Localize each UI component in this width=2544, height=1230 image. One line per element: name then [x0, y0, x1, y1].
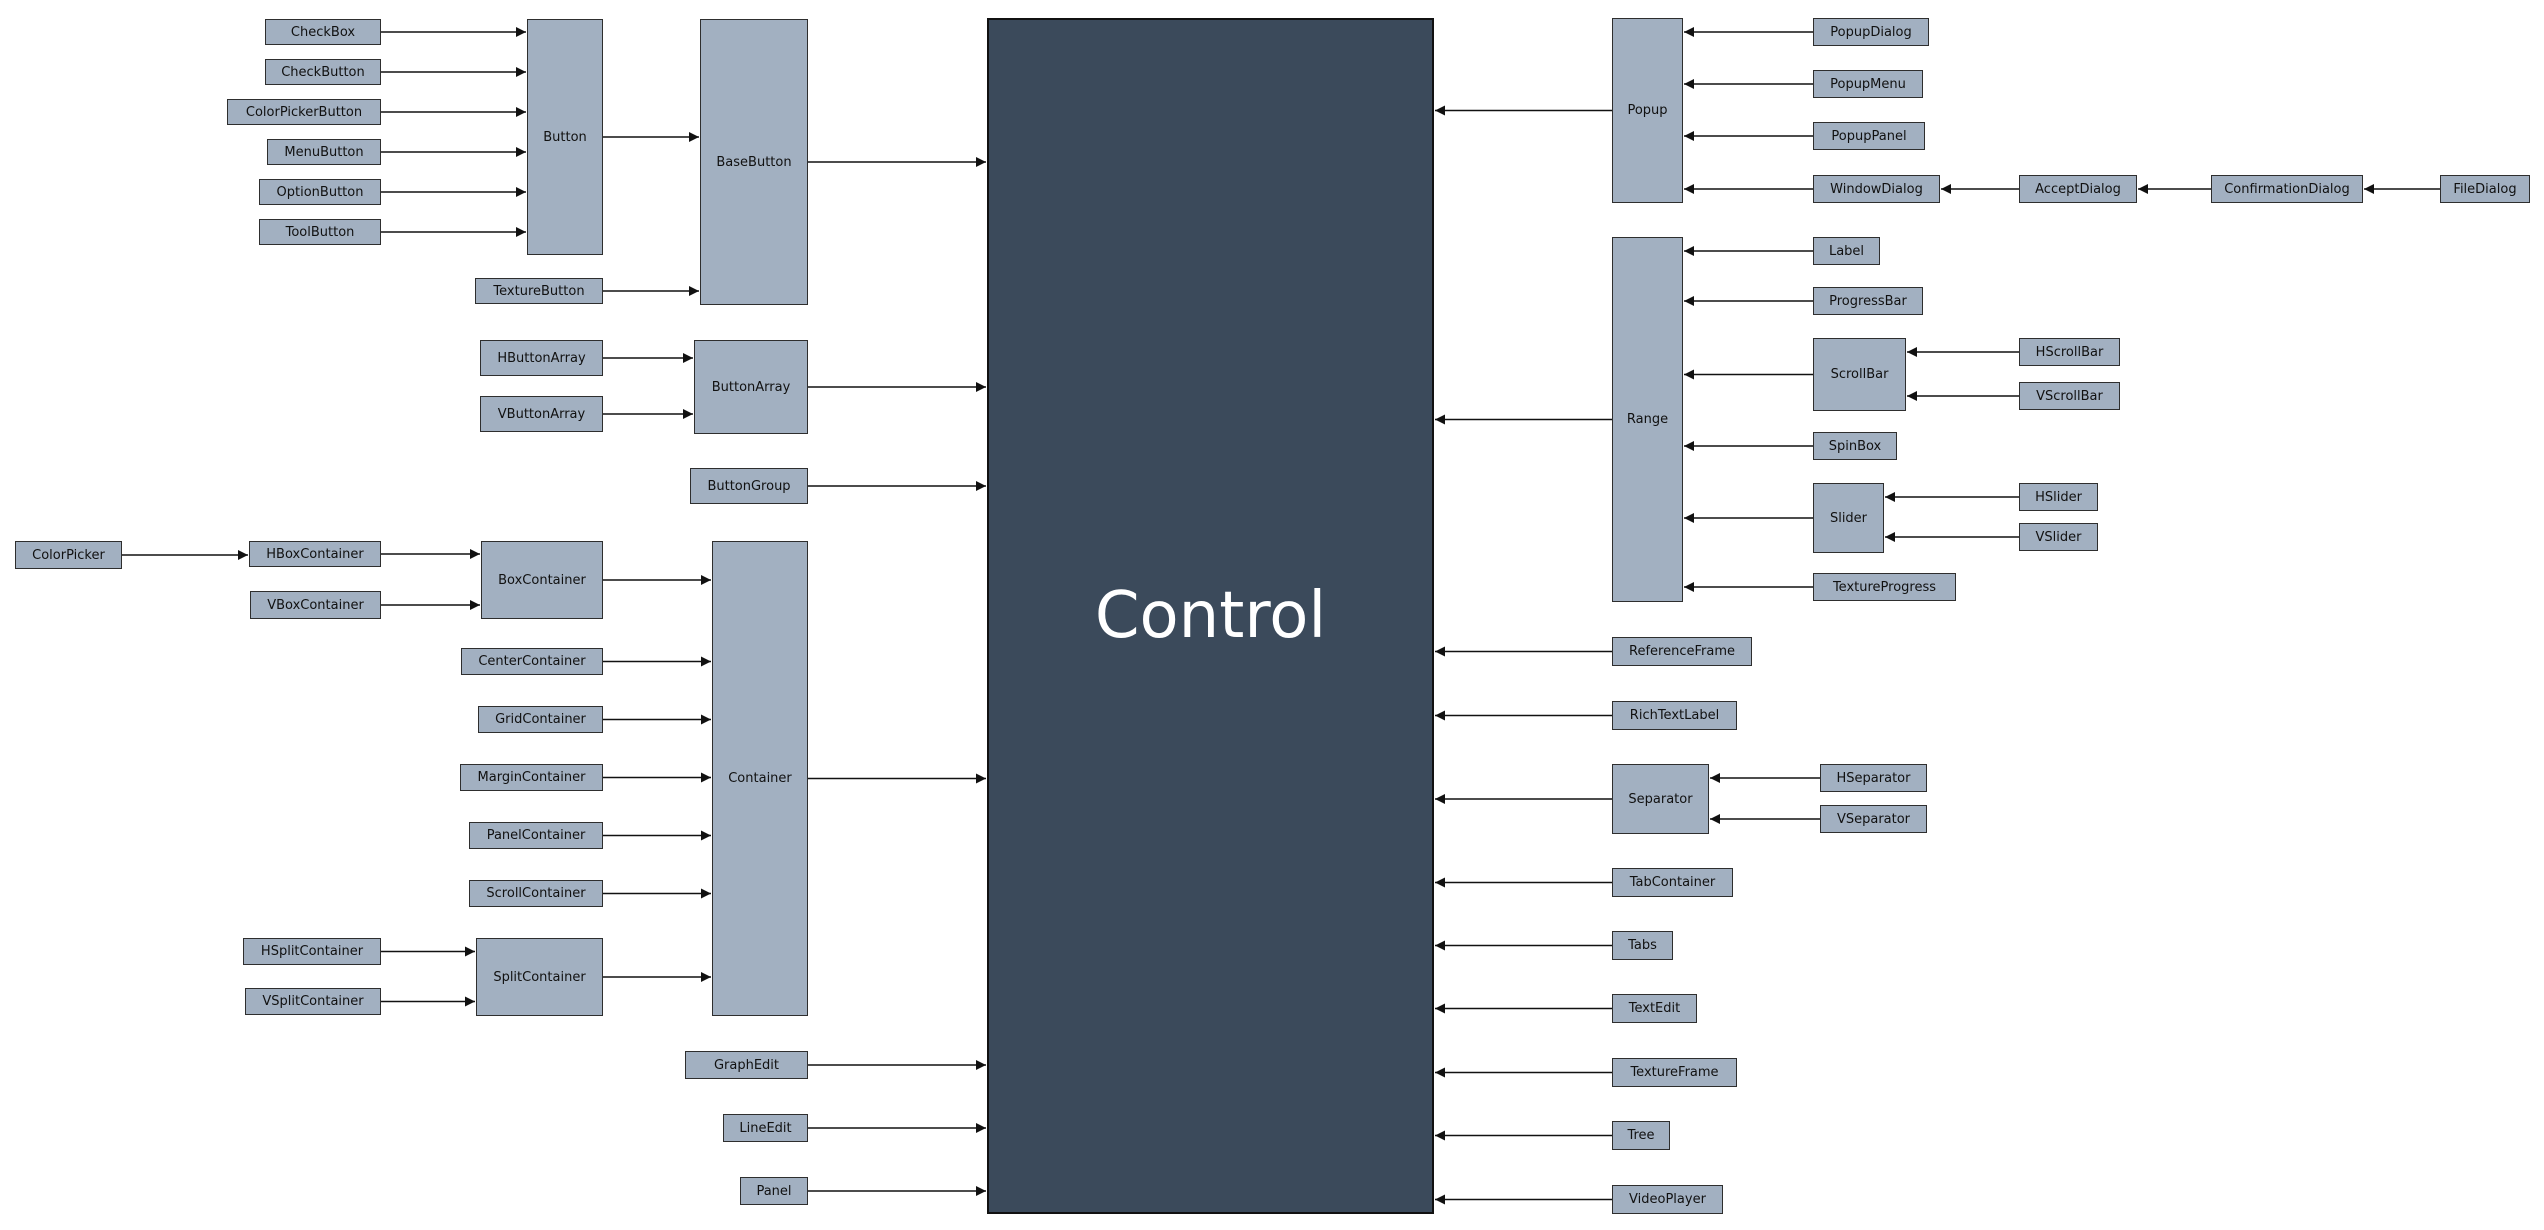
node-h-slider: HSlider — [2019, 483, 2098, 511]
node-scroll-bar: ScrollBar — [1813, 338, 1906, 411]
node-scroll-container: ScrollContainer — [469, 880, 603, 907]
node-container: Container — [712, 541, 808, 1016]
node-h-box-container: HBoxContainer — [249, 541, 381, 567]
node-margin-container: MarginContainer — [460, 764, 603, 791]
node-center-container: CenterContainer — [461, 648, 603, 675]
node-popup-dialog: PopupDialog — [1813, 18, 1929, 46]
node-grid-container: GridContainer — [478, 706, 603, 733]
node-control: Control — [987, 18, 1434, 1214]
node-button-array: ButtonArray — [694, 340, 808, 434]
node-tabs: Tabs — [1612, 931, 1673, 960]
node-split-container: SplitContainer — [476, 938, 603, 1016]
node-base-button: BaseButton — [700, 19, 808, 305]
node-popup: Popup — [1612, 18, 1683, 203]
node-panel: Panel — [740, 1177, 808, 1205]
node-box-container: BoxContainer — [481, 541, 603, 619]
node-panel-container: PanelContainer — [469, 822, 603, 849]
node-tool-button: ToolButton — [259, 219, 381, 245]
node-texture-button: TextureButton — [475, 278, 603, 304]
node-h-button-array: HButtonArray — [480, 340, 603, 376]
node-file-dialog: FileDialog — [2440, 175, 2530, 203]
node-line-edit: LineEdit — [723, 1114, 808, 1142]
node-check-button: CheckButton — [265, 59, 381, 85]
node-v-separator: VSeparator — [1820, 805, 1927, 833]
node-texture-frame: TextureFrame — [1612, 1058, 1737, 1087]
node-progress-bar: ProgressBar — [1813, 287, 1923, 315]
node-tree: Tree — [1612, 1121, 1670, 1150]
node-button-group: ButtonGroup — [690, 468, 808, 504]
node-window-dialog: WindowDialog — [1813, 175, 1940, 203]
node-popup-menu: PopupMenu — [1813, 70, 1923, 98]
node-texture-progress: TextureProgress — [1813, 573, 1956, 601]
node-v-box-container: VBoxContainer — [250, 591, 381, 619]
node-accept-dialog: AcceptDialog — [2019, 175, 2137, 203]
node-graph-edit: GraphEdit — [685, 1051, 808, 1079]
node-spin-box: SpinBox — [1813, 432, 1897, 460]
node-v-slider: VSlider — [2019, 523, 2098, 551]
node-v-scroll-bar: VScrollBar — [2019, 382, 2120, 410]
node-range: Range — [1612, 237, 1683, 602]
node-h-separator: HSeparator — [1820, 764, 1927, 792]
node-popup-panel: PopupPanel — [1813, 122, 1925, 150]
node-tab-container: TabContainer — [1612, 868, 1733, 897]
node-button: Button — [527, 19, 603, 255]
node-confirmation-dialog: ConfirmationDialog — [2211, 175, 2363, 203]
node-rich-text-label: RichTextLabel — [1612, 701, 1737, 730]
node-slider: Slider — [1813, 483, 1884, 553]
node-h-scroll-bar: HScrollBar — [2019, 338, 2120, 366]
node-h-split-container: HSplitContainer — [243, 938, 381, 965]
node-v-button-array: VButtonArray — [480, 396, 603, 432]
node-video-player: VideoPlayer — [1612, 1185, 1723, 1214]
node-color-picker-button: ColorPickerButton — [227, 99, 381, 125]
node-menu-button: MenuButton — [267, 139, 381, 165]
node-option-button: OptionButton — [259, 179, 381, 205]
node-reference-frame: ReferenceFrame — [1612, 637, 1752, 666]
node-v-split-container: VSplitContainer — [245, 988, 381, 1015]
node-check-box: CheckBox — [265, 19, 381, 45]
node-text-edit: TextEdit — [1612, 994, 1697, 1023]
node-label: Label — [1813, 237, 1880, 265]
node-separator: Separator — [1612, 764, 1709, 834]
node-color-picker: ColorPicker — [15, 541, 122, 569]
